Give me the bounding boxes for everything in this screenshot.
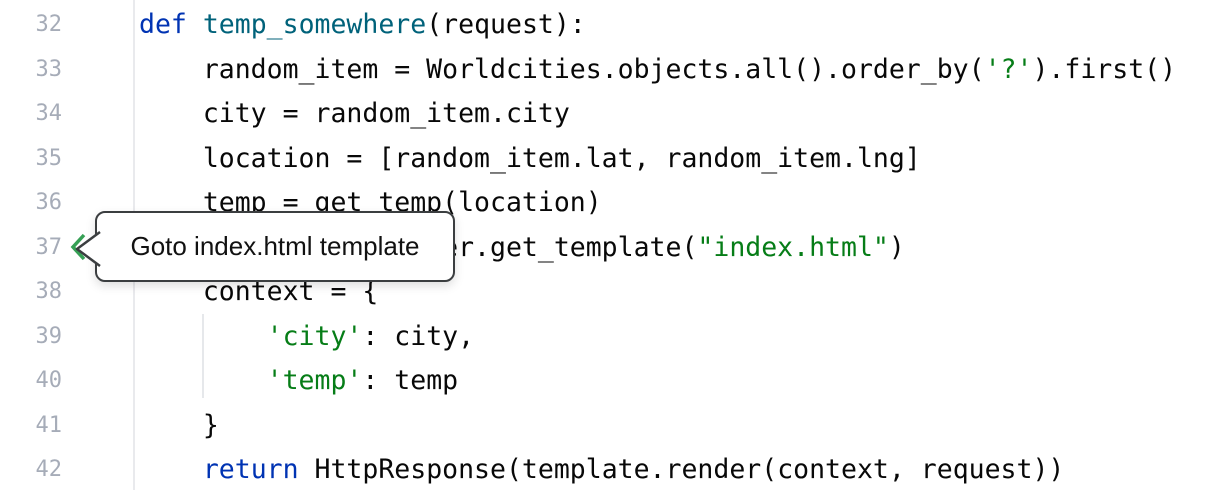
indent-guide: [202, 314, 204, 398]
code-token: temp_somewhere: [202, 9, 427, 40]
code-token: random_item = Worldcities.objects.all().…: [139, 53, 985, 85]
code-line[interactable]: random_item = Worldcities.objects.all().…: [139, 48, 1232, 93]
line-number[interactable]: 38: [35, 279, 63, 304]
code-token: : temp: [362, 365, 459, 396]
editor-gutter: 32 33 34 35 36 37 38 39 40 41 42: [0, 3, 133, 490]
line-number[interactable]: 35: [35, 145, 63, 171]
code-token: location = [random_item.lat, random_item…: [139, 142, 921, 174]
code-token: 'temp': [266, 365, 363, 396]
line-number[interactable]: 39: [35, 323, 63, 349]
code-line[interactable]: city = random_item.city: [139, 92, 1232, 137]
line-number[interactable]: 37: [35, 234, 63, 260]
tooltip-tail-icon: [75, 230, 101, 268]
code-line[interactable]: return HttpResponse(template.render(cont…: [139, 448, 1232, 490]
code-line[interactable]: def temp_somewhere(request):: [139, 3, 1232, 48]
code-token: 'city': [266, 320, 363, 352]
line-number[interactable]: 40: [35, 368, 63, 393]
code-token: ).first(): [1032, 53, 1177, 85]
code-token: [187, 9, 203, 40]
code-line[interactable]: 'city': city,: [139, 315, 1232, 360]
code-line[interactable]: 'temp': temp: [139, 359, 1232, 404]
goto-template-tooltip: Goto index.html template: [75, 211, 455, 282]
line-number[interactable]: 32: [35, 12, 63, 37]
code-token: : city,: [362, 320, 475, 352]
line-number[interactable]: 33: [35, 56, 63, 82]
tooltip-text: Goto index.html template: [130, 231, 420, 261]
code-token: '?': [984, 53, 1033, 85]
code-token: def: [139, 9, 187, 40]
line-number[interactable]: 34: [35, 101, 63, 126]
line-number[interactable]: 41: [35, 412, 63, 438]
line-number[interactable]: 42: [35, 457, 63, 482]
code-token: return: [202, 454, 299, 485]
code-token: ): [888, 231, 905, 263]
code-token: [139, 454, 203, 485]
code-token: }: [139, 409, 219, 441]
code-line[interactable]: location = [random_item.lat, random_item…: [139, 137, 1232, 182]
code-token: city = random_item.city: [139, 98, 570, 129]
code-token: "index.html": [697, 231, 889, 263]
code-line[interactable]: }: [139, 404, 1232, 449]
code-token: HttpResponse(template.render(context, re…: [298, 454, 1065, 485]
code-token: (request):: [426, 9, 586, 40]
line-number[interactable]: 36: [35, 190, 63, 215]
